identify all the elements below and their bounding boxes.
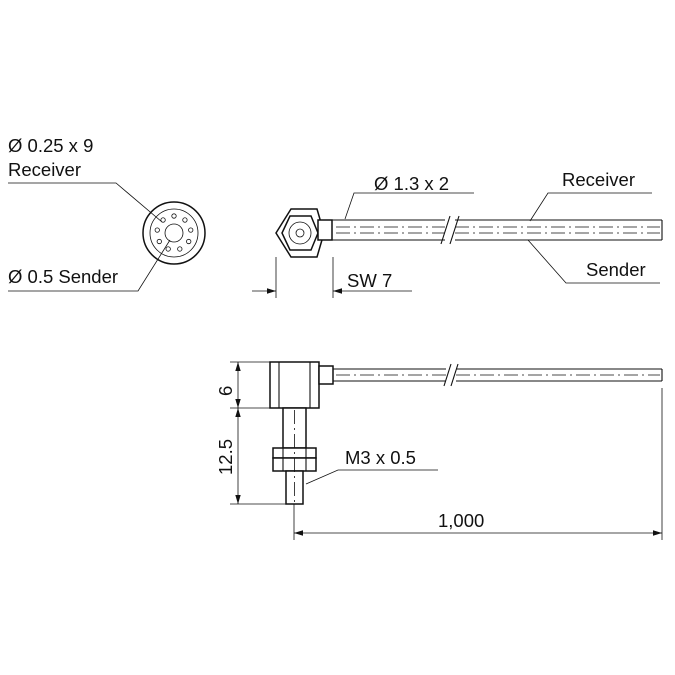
cable-boot-bottom [318,365,334,385]
sensor-head [269,361,320,409]
receiver-fiber-dot [188,227,194,233]
dim-length-label: 1,000 [438,510,484,531]
receiver-fiber-dot [160,217,166,223]
side-view-top [252,192,663,298]
fiber-end-face-inner [149,208,199,258]
receiver-fiber-dot [182,217,188,223]
nut-bore [288,221,312,245]
receiver-fiber-dot [156,238,162,245]
sender-fiber [164,223,184,243]
dim-height-shaft-label: 12.5 [215,439,236,475]
receiver-fiber-dot [165,246,171,252]
sender-leader-line [8,239,171,292]
cable-bottom-break-left [443,363,452,387]
receiver-label-right: Receiver [562,169,635,190]
thread-leader [305,469,438,485]
sender-leader-right [527,239,660,284]
cable-bottom-break-right [450,363,459,387]
cable-spec-leader [344,192,474,220]
receiver-fiber-dot [186,238,192,245]
sender-label-right: Sender [586,259,646,280]
receiver-fiber-dot [177,246,183,252]
front-view [8,182,206,292]
side-view-bottom [230,361,663,540]
fiber-end-face-outer [142,201,206,265]
dim-height-head-label: 6 [215,386,236,396]
hex-nut-top [281,215,319,251]
cable-break-mark-right [449,215,460,245]
receiver-leader-line [8,182,163,223]
thread-spec-label: M3 x 0.5 [345,447,416,468]
receiver-label-left: Receiver [8,159,81,180]
cable-boot [317,219,333,241]
sender-label-left: Ø 0.5 Sender [8,266,118,287]
receiver-fibers [154,213,194,252]
wrench-size-label: SW 7 [347,270,392,291]
fiber-spec-label: Ø 0.25 x 9 [8,135,93,156]
cable-spec-label: Ø 1.3 x 2 [374,173,449,194]
cable-break-mark-left [440,215,451,245]
receiver-fiber-dot [154,227,160,233]
nut-core [295,228,305,238]
receiver-fiber-dot [171,213,177,219]
receiver-leader-right [529,192,652,222]
hex-nut-outline [275,208,325,258]
